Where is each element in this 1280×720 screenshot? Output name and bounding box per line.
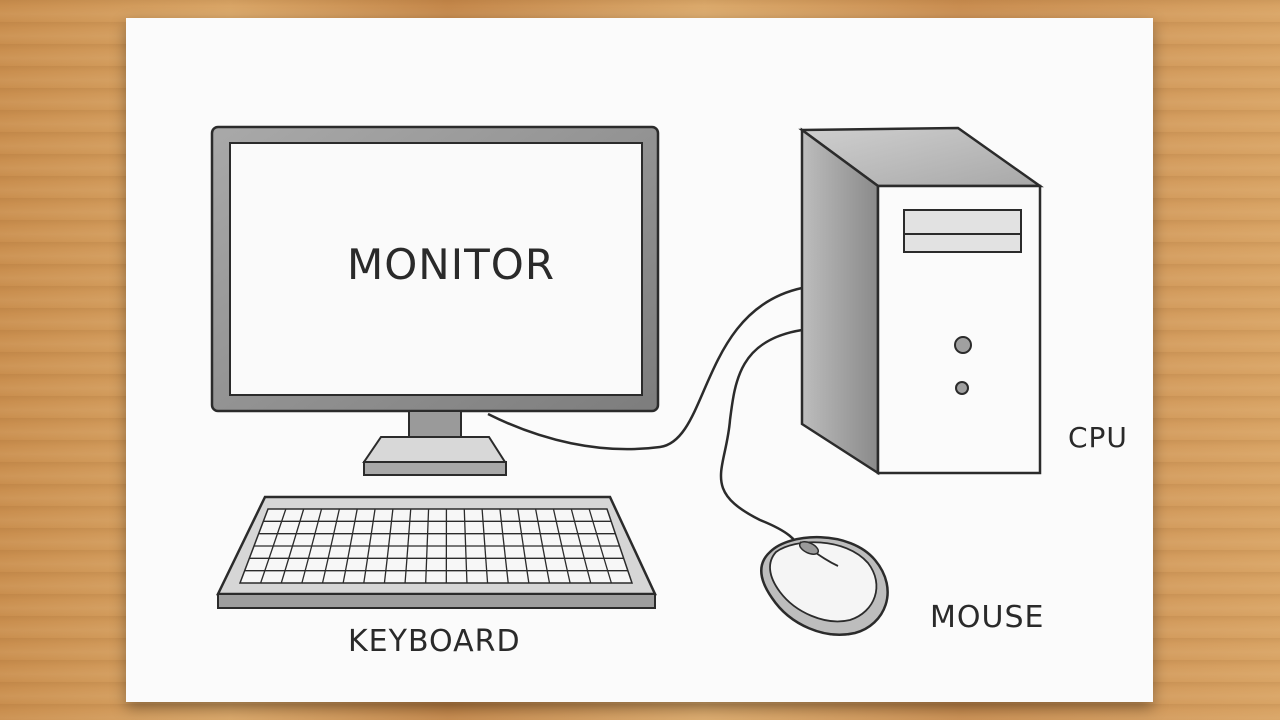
mouse-label: MOUSE — [930, 600, 1045, 635]
cables — [487, 286, 803, 549]
keyboard-drawing — [216, 495, 657, 609]
keyboard-column-line — [383, 508, 394, 584]
keyboard-column-line — [301, 508, 323, 584]
keyboard-column-line — [588, 508, 612, 584]
keyboard-column-line — [517, 508, 530, 584]
monitor-label: MONITOR — [347, 240, 555, 289]
monitor-drawing — [210, 125, 660, 476]
keyboard-column-line — [260, 508, 287, 584]
keyboard-column-line — [499, 508, 509, 584]
cpu-tower-drawing — [798, 126, 1044, 476]
keyboard-column-line — [342, 508, 358, 584]
keyboard-column-line — [534, 508, 551, 584]
keyboard-column-line — [570, 508, 592, 584]
cpu-label: CPU — [1068, 421, 1128, 454]
keyboard-column-line — [363, 508, 376, 584]
keyboard-column-line — [481, 508, 489, 584]
keyboard-label: KEYBOARD — [348, 624, 521, 659]
keyboard-column-line — [425, 508, 430, 584]
keyboard-column-line — [404, 508, 412, 584]
keyboard-column-line — [280, 508, 305, 584]
keyboard-column-line — [463, 508, 468, 584]
keyboard-column-line — [552, 508, 571, 584]
keyboard-column-line — [321, 508, 341, 584]
mouse-drawing — [760, 536, 889, 636]
